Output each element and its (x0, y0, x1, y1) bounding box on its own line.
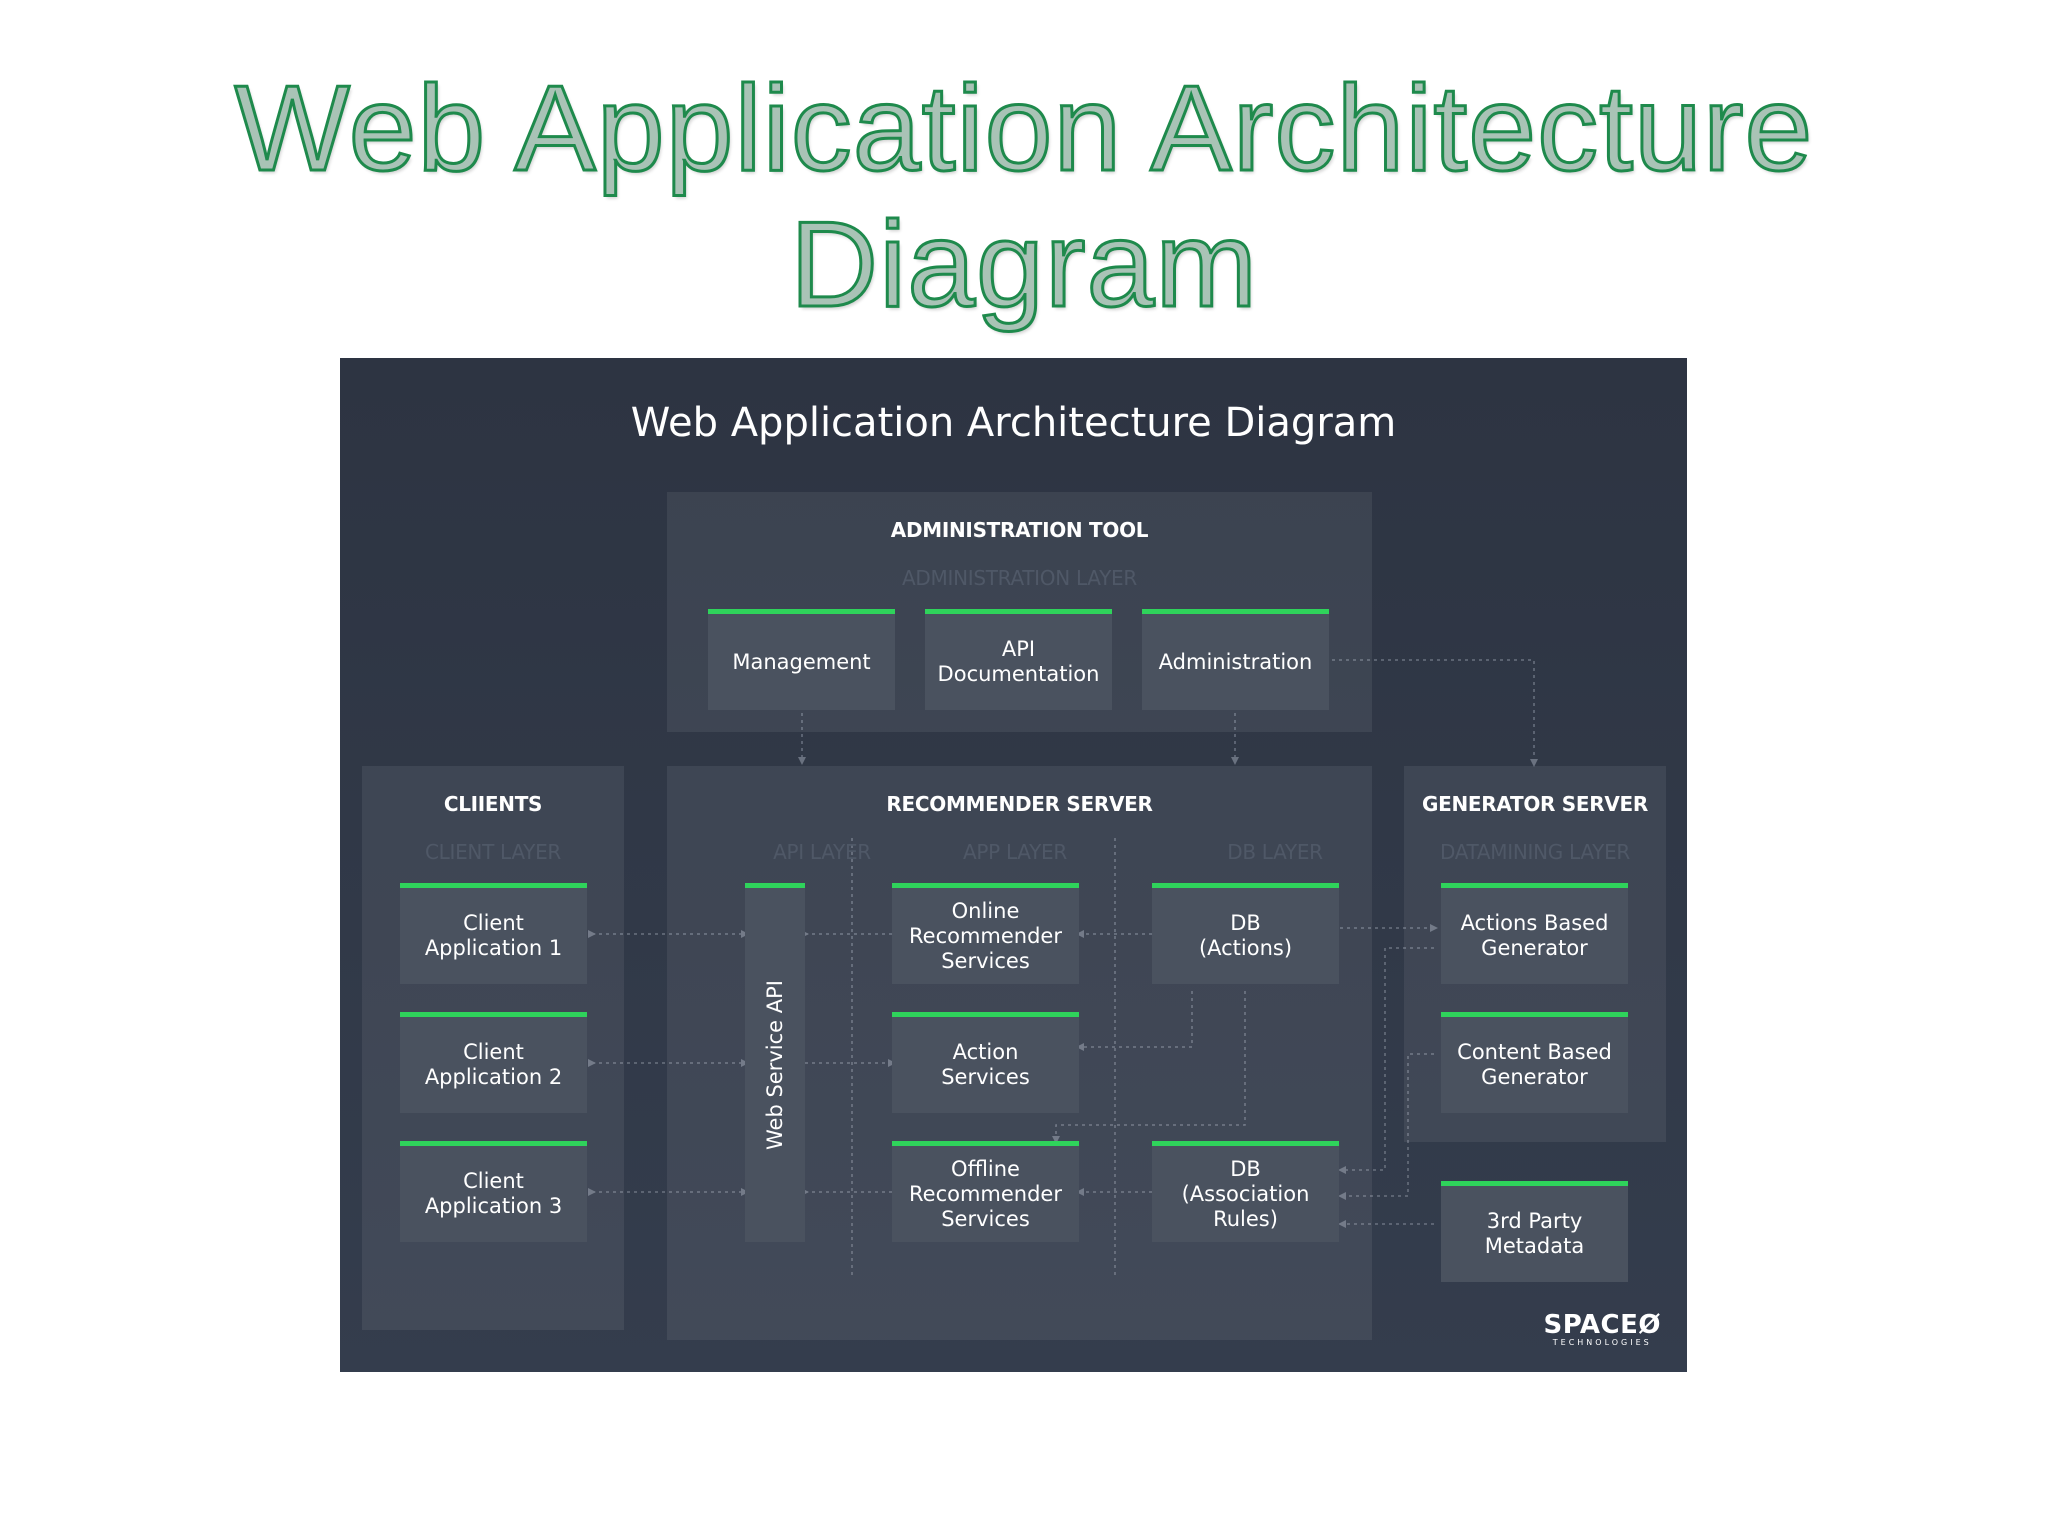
slide-title-line2: Diagram (788, 195, 1258, 334)
group-title: GENERATOR SERVER (1421, 792, 1649, 816)
connector-dbactions-action (1076, 991, 1193, 1051)
logo-main: SPACEØ (1543, 1310, 1661, 1340)
layer-label: CLIENT LAYER (424, 840, 562, 864)
layer-label: ADMINISTRATION LAYER (902, 566, 1137, 590)
node-3rd-party-metadata[interactable]: 3rd Party Metadata (1441, 1181, 1628, 1282)
layer-label: DATAMINING LAYER (1439, 840, 1631, 864)
node-client-application-3[interactable]: Client Application 3 (400, 1141, 587, 1242)
node-client-application-2[interactable]: Client Application 2 (400, 1012, 587, 1113)
spaceo-logo: SPACEØ TECHNOLOGIES (1544, 1312, 1661, 1348)
node-management[interactable]: Management (708, 609, 895, 710)
diagram-title: Web Application Architecture Diagram (630, 400, 1397, 446)
node-client-application-1[interactable]: Client Application 1 (400, 883, 587, 984)
node-content-based-generator[interactable]: Content Based Generator (1441, 1012, 1628, 1113)
group-title: ADMINISTRATION TOOL (890, 518, 1149, 542)
layer-label-api: API LAYER (773, 840, 871, 864)
connector-lines (588, 659, 1538, 1278)
node-web-service-api[interactable]: Web Service API (745, 883, 805, 1242)
node-administration[interactable]: Administration (1142, 609, 1329, 710)
logo-sub: TECHNOLOGIES (1552, 1338, 1652, 1347)
group-title: RECOMMENDER SERVER (886, 792, 1153, 816)
connector-dbactions-offline (1052, 991, 1246, 1144)
node-label: Web Service API (763, 980, 787, 1150)
node-online-recommender-services[interactable]: Online Recommender Services (892, 883, 1079, 984)
node-action-services[interactable]: Action Services (892, 1012, 1079, 1113)
slide-title: Web Application Architecture Diagram (0, 59, 2048, 334)
node-db-actions[interactable]: DB (Actions) (1152, 883, 1339, 984)
layer-label-db: DB LAYER (1227, 840, 1323, 864)
group-title: CLIIENTS (443, 792, 543, 816)
layer-label-app: APP LAYER (963, 840, 1067, 864)
node-db-association-rules[interactable]: DB (Association Rules) (1152, 1141, 1339, 1242)
node-offline-recommender-services[interactable]: Offline Recommender Services (892, 1141, 1079, 1242)
slide-title-line1: Web Application Architecture (233, 59, 1814, 198)
node-actions-based-generator[interactable]: Actions Based Generator (1441, 883, 1628, 984)
architecture-diagram: Web Application Architecture Diagram (340, 358, 1687, 1372)
node-api-documentation[interactable]: API Documentation (925, 609, 1112, 710)
